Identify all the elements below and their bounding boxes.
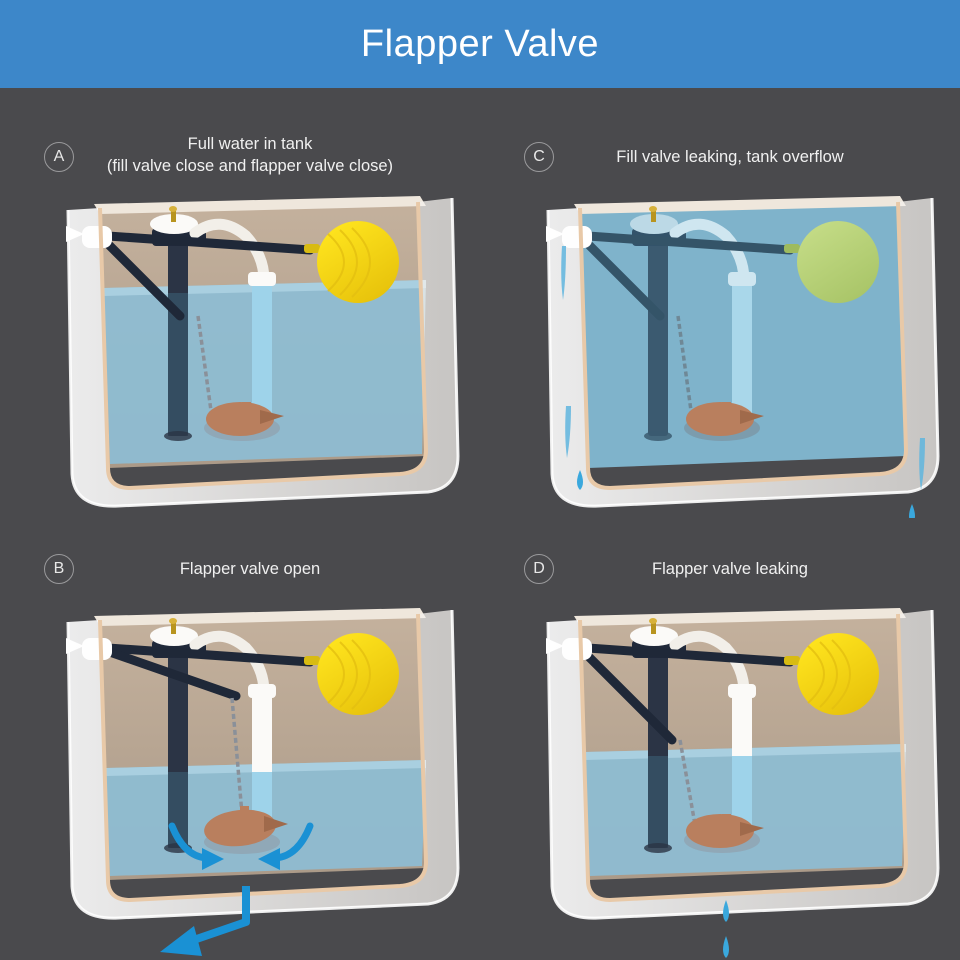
- fill-valve-cap: [150, 626, 198, 646]
- lift-chain: [676, 315, 694, 419]
- tank-top-rim: [574, 196, 906, 214]
- tank-figure-b: [66, 608, 460, 956]
- refill-tube: [669, 630, 750, 698]
- panel-badge-b: B: [44, 554, 74, 584]
- flush-lever-arm: [579, 647, 677, 745]
- panel-d: D Flapper valve leaking: [480, 524, 960, 960]
- fill-valve-base: [164, 431, 192, 441]
- float-ball: [784, 633, 879, 715]
- fill-valve-screw-top: [649, 618, 657, 624]
- fill-valve-screw: [171, 210, 176, 222]
- panel-c: C Fill valve leaking, tank overflow: [480, 88, 960, 524]
- tank-top-rim: [94, 608, 426, 626]
- float-arm: [103, 643, 315, 667]
- tank-inner-lining: [98, 613, 429, 903]
- fill-valve-screw: [171, 622, 176, 634]
- lift-chain: [230, 697, 244, 815]
- overflow-streaks: [561, 246, 925, 490]
- tank-inner-lining: [578, 613, 909, 903]
- fill-valve-screw-top: [169, 618, 177, 624]
- float-arm: [103, 231, 315, 255]
- tank-inner-lining: [98, 201, 429, 491]
- water-flow-arrows: [168, 822, 314, 870]
- tank-outer-edge: [546, 197, 940, 508]
- panel-caption-b: Flapper valve open: [179, 560, 321, 578]
- panel-b: B Flapper valve open: [0, 524, 480, 960]
- flapper-valve: [684, 402, 764, 441]
- outflow-arrow: [160, 886, 250, 956]
- water-drips: [723, 900, 729, 958]
- tank-outer-edge: [66, 197, 460, 508]
- flapper-valve-open: [204, 806, 288, 854]
- water-drips: [577, 470, 915, 518]
- flapper-valve: [204, 402, 284, 441]
- panel-badge-d: D: [524, 554, 554, 584]
- panel-caption-c: Fill valve leaking, tank overflow: [616, 148, 844, 166]
- refill-tube: [189, 630, 270, 698]
- page-title: Flapper Valve: [360, 23, 600, 65]
- overflow-tube-submerged: [732, 756, 752, 830]
- lift-chain: [196, 315, 214, 419]
- float-arm: [583, 643, 795, 667]
- flapper-valve: [684, 814, 764, 853]
- overflow-tube-collar: [248, 272, 276, 286]
- fill-valve-screw: [651, 210, 656, 222]
- fill-valve-cap: [630, 626, 678, 646]
- refill-tube: [189, 218, 270, 286]
- lift-chain: [678, 739, 698, 831]
- overflow-tube: [252, 276, 272, 418]
- panel-badge-c: C: [524, 142, 554, 172]
- float-ball: [784, 221, 879, 303]
- overflow-tube: [732, 276, 752, 418]
- flush-lever-arm: [99, 235, 185, 321]
- overflow-tube-collar: [728, 272, 756, 286]
- overflow-tube-collar: [728, 684, 756, 698]
- tank-outer-edge: [546, 609, 940, 920]
- panel-caption-a: Full water in tank (fill valve close and…: [106, 135, 394, 175]
- refill-tube: [669, 218, 750, 286]
- tank-figure-a: [66, 196, 460, 508]
- fill-valve-cap: [150, 214, 198, 234]
- fill-valve-screw-top: [649, 206, 657, 212]
- panel-a: A Full water in tank (fill valve close a…: [0, 88, 480, 524]
- fill-valve-column: [648, 236, 668, 436]
- float-arm: [583, 231, 795, 255]
- fill-valve-screw-top: [169, 206, 177, 212]
- tank-top-rim: [574, 608, 906, 626]
- fill-valve-submerged: [168, 293, 188, 436]
- panel-badge-a: A: [44, 142, 74, 172]
- float-ball: [304, 221, 399, 303]
- fill-valve-base: [644, 843, 672, 853]
- fill-valve-screw: [651, 622, 656, 634]
- tank-figure-d: [546, 608, 940, 958]
- flush-lever-arm: [99, 645, 241, 701]
- flush-lever-arm: [579, 235, 665, 321]
- fill-valve-cap: [630, 214, 678, 234]
- panel-caption-d: Flapper valve leaking: [652, 560, 808, 578]
- tank-inner-lining: [578, 201, 909, 491]
- tank-figure-c: [546, 196, 940, 518]
- overflow-tube-collar: [248, 684, 276, 698]
- tank-outer-edge: [66, 609, 460, 920]
- header-banner: Flapper Valve: [0, 0, 960, 88]
- fill-valve-base: [644, 431, 672, 441]
- float-ball: [304, 633, 399, 715]
- fill-valve-submerged: [648, 756, 668, 848]
- tank-top-rim: [94, 196, 426, 214]
